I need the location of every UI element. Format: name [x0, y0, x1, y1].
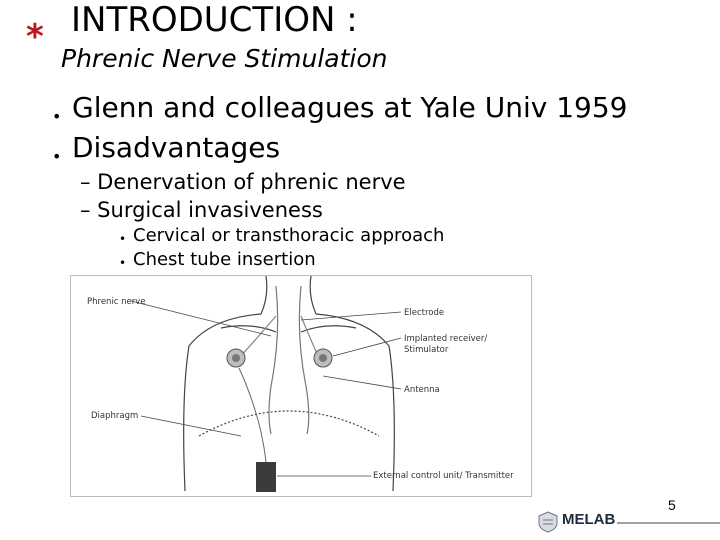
star-icon: * [26, 17, 44, 57]
sub-sub-bullet: • Cervical or transthoracic approach [119, 225, 445, 247]
bullet-item: • Glenn and colleagues at Yale Univ 1959 [52, 91, 628, 127]
logo-tagline-graphic [617, 522, 720, 524]
melab-logo: MELAB [537, 509, 720, 537]
bullet-text: Disadvantages [72, 131, 281, 164]
phrenic-stimulation-diagram: Phrenic nerve Electrode Implanted receiv… [70, 275, 532, 497]
label-external-unit: External control unit/ Transmitter [373, 471, 514, 481]
label-antenna: Antenna [404, 385, 440, 395]
slide-title: INTRODUCTION : [71, 0, 358, 40]
sub-sub-bullet-text: Cervical or transthoracic approach [133, 225, 445, 246]
bullet-text: Glenn and colleagues at Yale Univ 1959 [72, 91, 628, 124]
slide-subtitle: Phrenic Nerve Stimulation [61, 44, 388, 73]
torso-illustration [130, 276, 402, 492]
crest-icon [538, 511, 558, 533]
bullet-icon: • [52, 107, 62, 126]
sub-bullet: – Surgical invasiveness [80, 198, 323, 222]
label-diaphragm: Diaphragm [91, 411, 139, 421]
logo-text: MELAB [562, 511, 616, 528]
page-number: 5 [668, 497, 676, 513]
label-phrenic-nerve: Phrenic nerve [87, 297, 146, 307]
bullet-icon: • [52, 147, 62, 166]
bullet-icon: • [119, 256, 127, 270]
label-receiver-line-2: Stimulator [404, 345, 449, 355]
bullet-item: • Disadvantages [52, 131, 281, 167]
sub-sub-bullet: • Chest tube insertion [119, 249, 316, 271]
sub-sub-bullet-text: Chest tube insertion [133, 249, 316, 270]
label-receiver-line-1: Implanted receiver/ [404, 334, 488, 344]
sub-bullet: – Denervation of phrenic nerve [80, 170, 406, 194]
bullet-icon: • [119, 232, 127, 246]
label-electrode: Electrode [404, 308, 445, 318]
